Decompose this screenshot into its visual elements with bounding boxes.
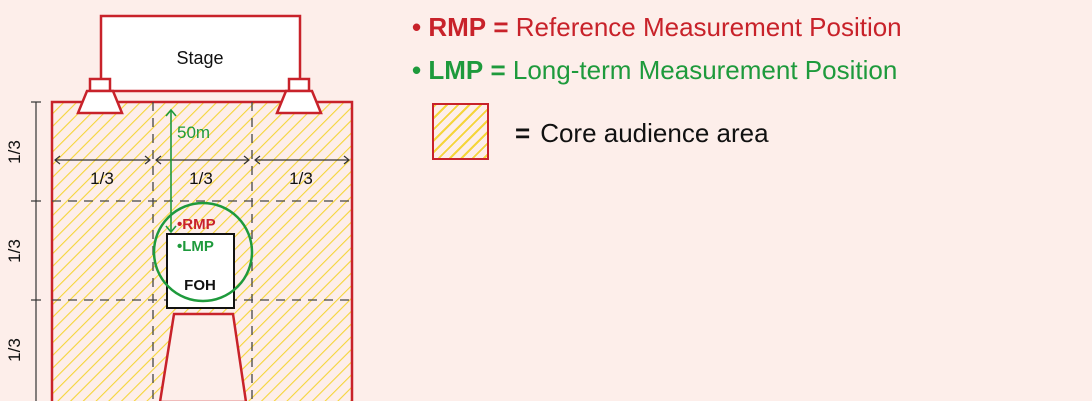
gangway (158, 312, 248, 401)
distance-label: 50m (177, 123, 210, 142)
stage-label: Stage (176, 48, 223, 68)
depth-third-label-3: 1/3 (5, 338, 24, 362)
depth-dimension (31, 101, 41, 401)
legend-equals: = (490, 55, 506, 85)
legend-bullet: • (412, 12, 422, 42)
left-speaker (76, 77, 124, 115)
lmp-marker: •LMP (177, 238, 214, 255)
venue-diagram: Stage 1/3 1/3 1/3 (5, 14, 354, 401)
legend-core: = Core audience area (515, 118, 769, 148)
stage (99, 14, 302, 93)
width-third-label-2: 1/3 (189, 169, 213, 188)
legend-rmp-abbr: RMP (428, 12, 487, 42)
rmp-marker: •RMP (177, 216, 216, 233)
legend-lmp-abbr: LMP (428, 55, 484, 85)
legend-lmp: • LMP = Long-term Measurement Position (412, 55, 897, 85)
legend-lmp-text: Long-term Measurement Position (512, 55, 898, 85)
measurement-circle (152, 201, 254, 303)
width-third-label-1: 1/3 (90, 169, 114, 188)
right-speaker (275, 77, 323, 115)
legend-equals: = (493, 12, 509, 42)
width-third-label-3: 1/3 (289, 169, 313, 188)
audience-area (50, 100, 354, 401)
depth-third-label-1: 1/3 (5, 140, 24, 164)
legend-rmp-text: Reference Measurement Position (515, 12, 902, 42)
depth-third-label-2: 1/3 (5, 239, 24, 263)
legend-core-text: Core audience area (540, 118, 769, 148)
legend-equals: = (515, 118, 531, 148)
foh-label: FOH (184, 277, 216, 294)
legend-rmp: • RMP = Reference Measurement Position (412, 12, 902, 42)
distance-arrow (165, 108, 177, 234)
legend-core-swatch (432, 103, 489, 160)
legend-bullet: • (412, 55, 422, 85)
